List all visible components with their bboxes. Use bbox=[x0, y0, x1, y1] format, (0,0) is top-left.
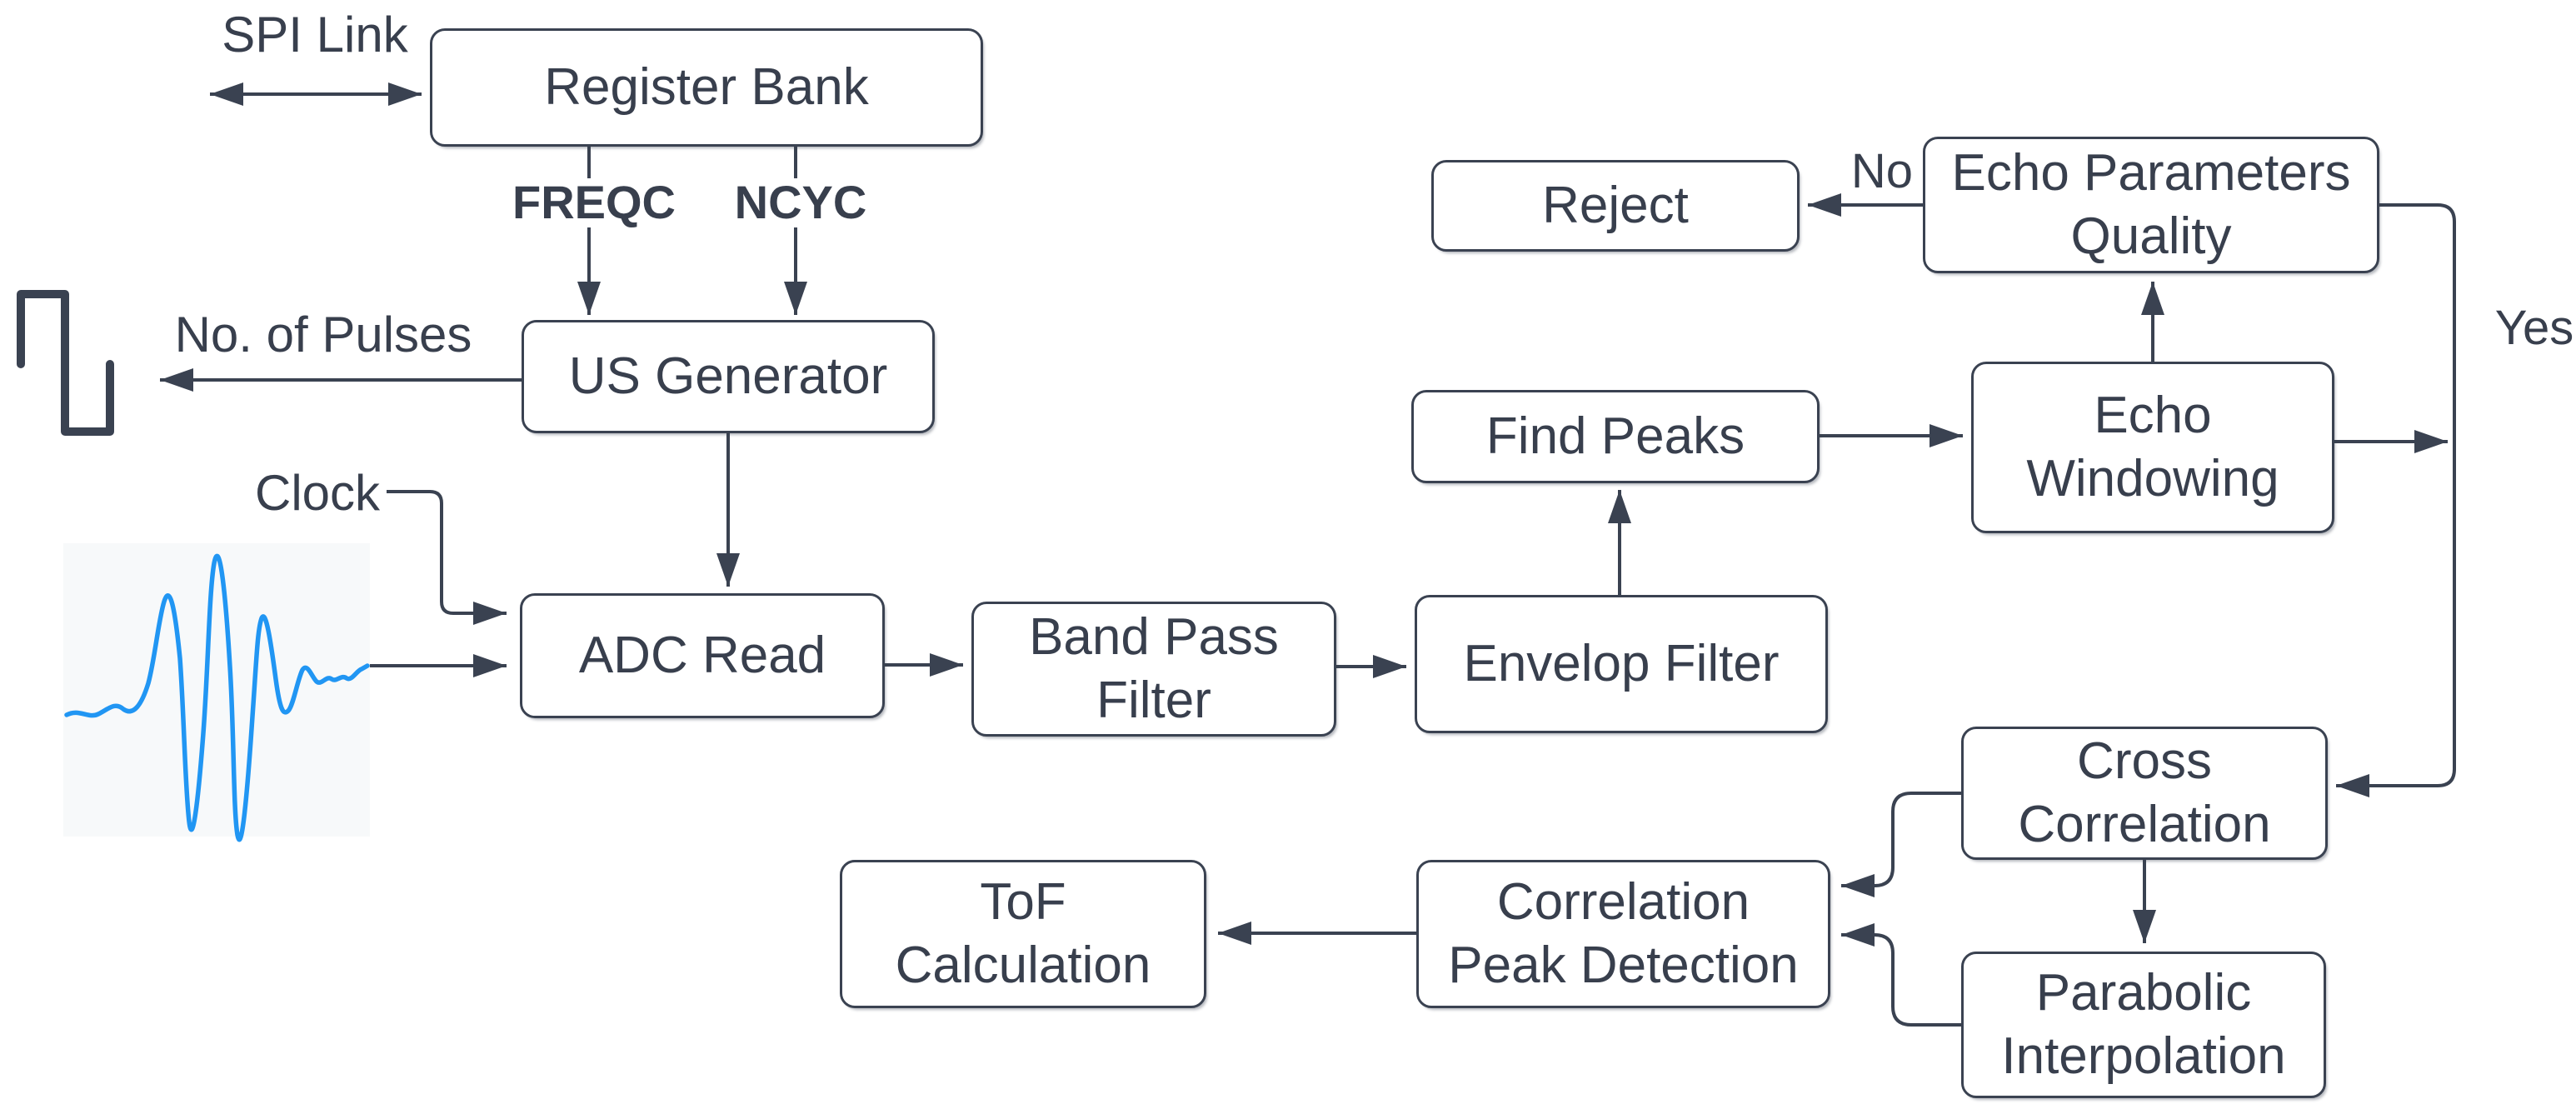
node-label: Filter bbox=[1096, 672, 1211, 729]
label-ncyc: NCYC bbox=[704, 177, 897, 227]
node-label: Correlation bbox=[1496, 873, 1750, 932]
node-label: Correlation bbox=[2018, 796, 2271, 853]
node-label: Parabolic bbox=[2035, 964, 2252, 1022]
label-no-of-pulses: No. of Pulses bbox=[174, 307, 472, 362]
label-clock: Clock bbox=[254, 465, 381, 521]
node-label: Reject bbox=[1542, 177, 1689, 235]
node-label: Echo Parameters bbox=[1951, 144, 2351, 202]
node-tof-calculation[interactable]: ToF Calculation bbox=[840, 860, 1206, 1008]
node-label: Band Pass bbox=[1029, 608, 1279, 667]
node-label: Envelop Filter bbox=[1463, 635, 1780, 693]
node-echo-windowing[interactable]: Echo Windowing bbox=[1971, 362, 2334, 533]
node-label: Interpolation bbox=[2001, 1027, 2286, 1085]
node-find-peaks[interactable]: Find Peaks bbox=[1411, 390, 1820, 483]
node-label: Find Peaks bbox=[1485, 407, 1745, 466]
node-label: Cross bbox=[2077, 732, 2212, 791]
node-label: Echo bbox=[2094, 387, 2212, 445]
square-pulse-icon bbox=[17, 290, 114, 436]
label-spi-link: SPI Link bbox=[222, 7, 408, 62]
edge-clock-adc-read bbox=[387, 490, 507, 625]
echo-signal-waveform bbox=[63, 543, 370, 842]
node-label: US Generator bbox=[568, 347, 888, 406]
node-label: Calculation bbox=[895, 937, 1151, 994]
node-parabolic-interpolation[interactable]: Parabolic Interpolation bbox=[1961, 952, 2326, 1098]
label-freqc: FREQC bbox=[497, 177, 691, 227]
node-label: Peak Detection bbox=[1448, 937, 1799, 994]
node-correlation-peak-detection[interactable]: Correlation Peak Detection bbox=[1416, 860, 1830, 1008]
label-yes: Yes bbox=[2494, 301, 2574, 355]
edge-cross-correlation-correlation-peak-detection bbox=[1841, 792, 1961, 897]
node-label: ToF bbox=[980, 873, 1066, 932]
node-label: Quality bbox=[2070, 207, 2232, 265]
node-band-pass-filter[interactable]: Band Pass Filter bbox=[971, 602, 1336, 737]
node-reject[interactable]: Reject bbox=[1431, 160, 1800, 252]
edge-echo-parameters-quality-yes-cross-correlation bbox=[2336, 203, 2456, 797]
node-label: Register Bank bbox=[544, 58, 869, 117]
node-register-bank[interactable]: Register Bank bbox=[430, 28, 983, 147]
node-envelop-filter[interactable]: Envelop Filter bbox=[1415, 595, 1828, 733]
node-adc-read[interactable]: ADC Read bbox=[520, 593, 885, 718]
edge-parabolic-interpolation-correlation-peak-detection bbox=[1841, 923, 1961, 1027]
label-no: No bbox=[1850, 144, 1914, 198]
node-label: ADC Read bbox=[578, 627, 826, 685]
node-us-generator[interactable]: US Generator bbox=[522, 320, 935, 433]
node-echo-parameters-quality[interactable]: Echo Parameters Quality bbox=[1923, 137, 2379, 273]
node-label: Windowing bbox=[2026, 450, 2279, 507]
node-cross-correlation[interactable]: Cross Correlation bbox=[1961, 727, 2328, 860]
